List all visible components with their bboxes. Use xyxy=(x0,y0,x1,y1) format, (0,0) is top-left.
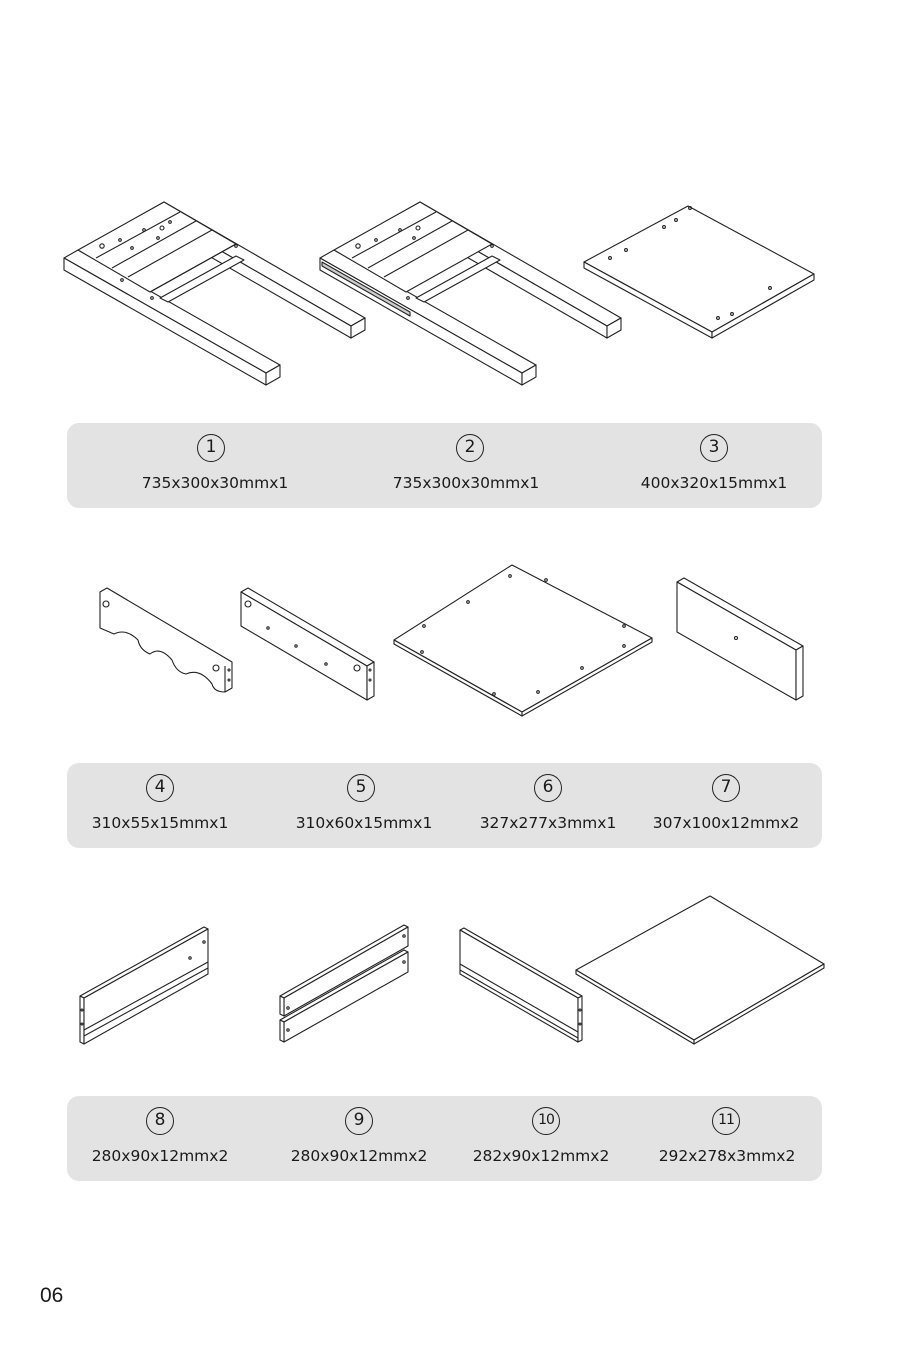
part-11-drawing xyxy=(576,896,824,1044)
part-number-badge: 8 xyxy=(146,1107,174,1135)
part-dimensions: 280x90x12mmx2 xyxy=(92,1147,229,1165)
part-number-badge: 5 xyxy=(347,774,375,802)
page-number: 06 xyxy=(40,1284,63,1308)
part-9-drawing xyxy=(280,925,408,1042)
part-number-badge: 9 xyxy=(345,1107,373,1135)
part-5-drawing xyxy=(241,588,374,700)
part-number-badge: 1 xyxy=(197,434,225,462)
part-dimensions: 292x278x3mmx2 xyxy=(659,1147,796,1165)
part-8-drawing xyxy=(80,927,208,1044)
part-dimensions: 735x300x30mmx1 xyxy=(393,474,539,492)
part-number-badge: 2 xyxy=(456,434,484,462)
part-dimensions: 400x320x15mmx1 xyxy=(641,474,787,492)
part-2-drawing xyxy=(320,202,621,385)
part-dimensions: 280x90x12mmx2 xyxy=(291,1147,428,1165)
part-dimensions: 735x300x30mmx1 xyxy=(142,474,288,492)
part-10-drawing xyxy=(460,928,582,1042)
part-number-badge: 6 xyxy=(534,774,562,802)
parts-band-row-3: 8 280x90x12mmx2 9 280x90x12mmx2 10 282x9… xyxy=(67,1096,822,1181)
part-7-drawing xyxy=(677,578,803,700)
part-dimensions: 310x55x15mmx1 xyxy=(92,814,229,832)
part-number-badge: 10 xyxy=(532,1107,560,1135)
part-1-drawing xyxy=(64,202,365,385)
part-number-badge: 11 xyxy=(712,1107,740,1135)
part-number-badge: 7 xyxy=(712,774,740,802)
part-dimensions: 310x60x15mmx1 xyxy=(296,814,433,832)
part-dimensions: 282x90x12mmx2 xyxy=(473,1147,610,1165)
part-dimensions: 327x277x3mmx1 xyxy=(480,814,617,832)
part-number-badge: 3 xyxy=(700,434,728,462)
part-6-drawing xyxy=(394,565,652,716)
part-4-drawing xyxy=(100,588,232,692)
part-dimensions: 307x100x12mmx2 xyxy=(653,814,799,832)
parts-band-row-1: 1 735x300x30mmx1 2 735x300x30mmx1 3 400x… xyxy=(67,423,822,508)
parts-band-row-2: 4 310x55x15mmx1 5 310x60x15mmx1 6 327x27… xyxy=(67,763,822,848)
part-number-badge: 4 xyxy=(146,774,174,802)
